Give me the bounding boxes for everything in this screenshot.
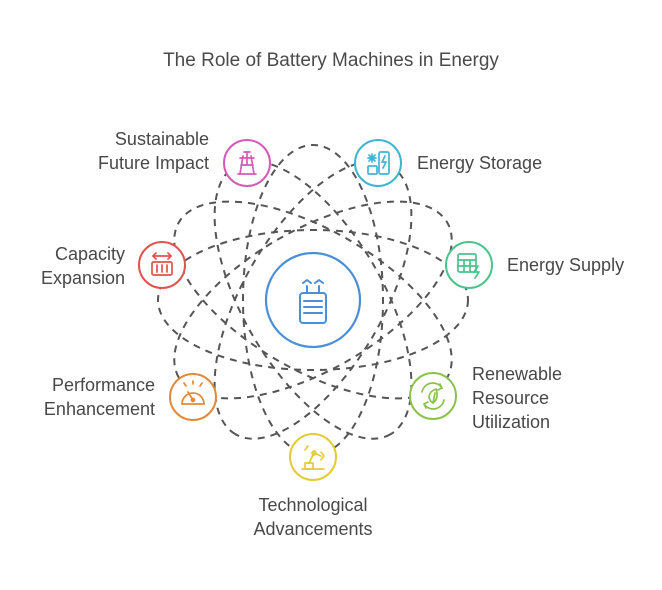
label-line: Future Impact <box>97 153 209 173</box>
node-energy-supply <box>445 241 493 289</box>
node-performance-enhancement <box>169 373 217 421</box>
node-technological-advancements <box>289 433 337 481</box>
label-energy-storage: Energy Storage <box>417 151 542 175</box>
node-sustainable-future-impact <box>223 139 271 187</box>
expand-battery-icon <box>151 252 173 276</box>
node-renewable-resource-utilization <box>409 372 457 420</box>
label-line: Expansion <box>40 268 125 288</box>
label-energy-supply: Energy Supply <box>507 253 624 277</box>
label-technological-advancements: Technological Advancements <box>213 493 413 541</box>
label-capacity-expansion: Capacity Expansion <box>0 242 125 290</box>
label-line: Enhancement <box>43 399 155 419</box>
diagram-title: The Role of Battery Machines in Energy <box>163 50 499 71</box>
battery-storage-icon <box>367 151 390 175</box>
label-line: Resource <box>472 388 550 408</box>
label-sustainable-future-impact: Sustainable Future Impact <box>0 127 209 175</box>
center-node <box>264 251 362 349</box>
speedometer-icon <box>181 380 205 405</box>
node-capacity-expansion <box>138 241 186 289</box>
grid-lightning-icon <box>457 253 480 279</box>
label-performance-enhancement: Performance Enhancement <box>0 373 155 421</box>
node-energy-storage <box>354 139 402 187</box>
recycle-leaf-icon <box>421 382 445 410</box>
orbit-ellipse-1 <box>157 229 469 371</box>
label-line: Performance <box>51 375 155 395</box>
label-renewable-resource-utilization: Renewable Resource Utilization <box>472 362 562 434</box>
label-line: Capacity <box>54 244 125 264</box>
battery-charging-icon <box>299 279 327 324</box>
label-line: Energy Supply <box>507 255 625 275</box>
orbit-ellipse-6 <box>173 200 453 400</box>
label-line: Sustainable <box>114 129 209 149</box>
wind-power-icon <box>237 151 257 175</box>
label-line: Utilization <box>472 412 551 432</box>
label-line: Renewable <box>472 364 563 384</box>
label-line: Technological <box>258 495 368 515</box>
label-line: Energy Storage <box>417 153 543 173</box>
robot-arm-icon <box>301 445 325 470</box>
label-line: Advancements <box>253 519 373 539</box>
